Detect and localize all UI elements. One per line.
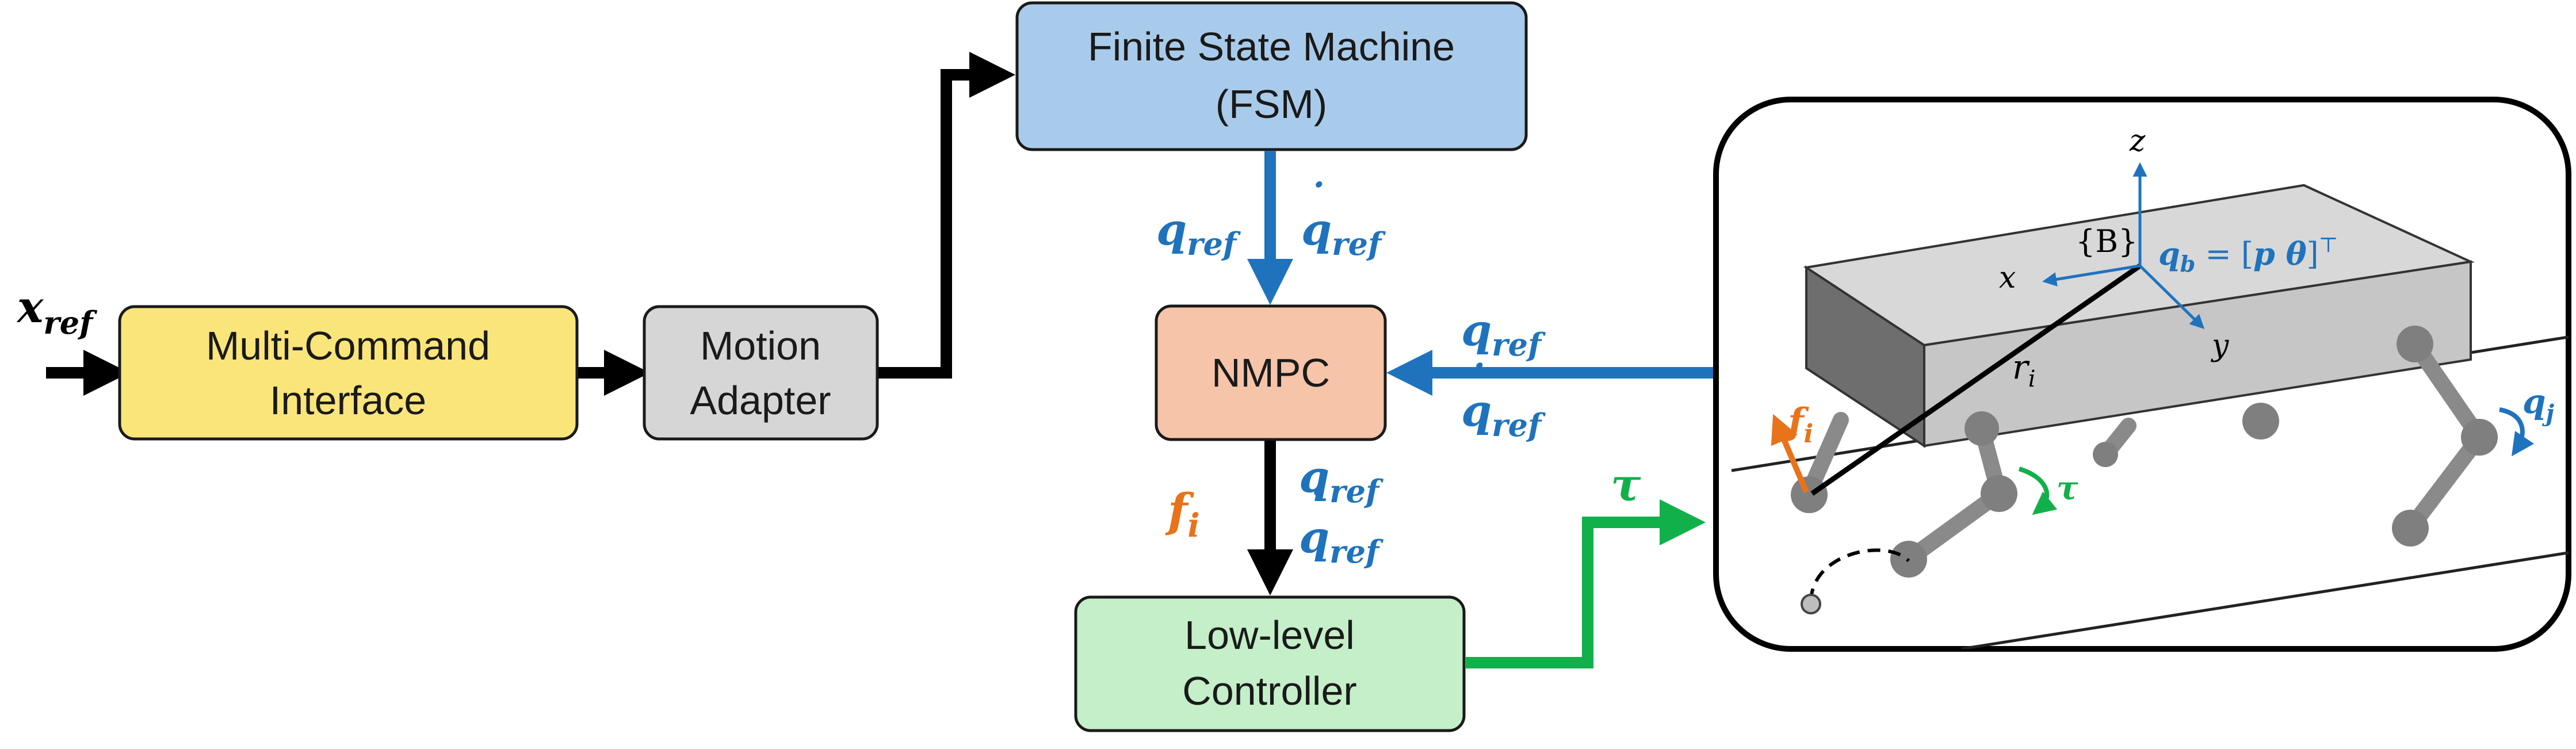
- y-axis: [2139, 265, 2205, 330]
- nmpc-block: NMPC: [1155, 304, 1387, 441]
- joint-angle-arrow: [2499, 407, 2535, 457]
- qj-label: qj: [2523, 382, 2555, 427]
- svg-text:˙: ˙: [1303, 483, 1325, 534]
- body-frame-label: {B}: [2076, 223, 2138, 259]
- svg-text:qref: qref: [1299, 511, 1383, 570]
- xref-label: xref: [16, 281, 97, 341]
- nmpc-qdotref-label: ˙ qref: [1299, 483, 1383, 570]
- back-leg-left: [2093, 403, 2279, 467]
- adapter-label-line2: Adapter: [690, 378, 831, 423]
- nmpc-label: NMPC: [1211, 350, 1330, 395]
- low-level-controller-block: Low-level Controller: [1074, 595, 1466, 732]
- multi-command-interface-block: Multi-Command Interface: [118, 305, 579, 441]
- front-leg-right: [1890, 411, 2017, 578]
- front-leg-left: [1791, 412, 1849, 513]
- motion-adapter-block: Motion Adapter: [643, 305, 879, 441]
- fsm-qref-label: qref: [1156, 204, 1241, 262]
- svg-text:˙: ˙: [1465, 356, 1487, 407]
- nmpc-fi-label: fi: [1165, 483, 1200, 545]
- swing-trajectory: [1809, 548, 1910, 602]
- contact-force-arrow: [1771, 414, 1809, 493]
- fsm-qdotref-label: ˙ qref: [1301, 175, 1386, 262]
- mci-label-line2: Interface: [270, 378, 426, 423]
- x-axis: [2042, 264, 2141, 286]
- tau-signal-label: τ: [1611, 459, 1641, 511]
- robot-fi-label: fi: [1786, 400, 1813, 449]
- rear-leg-right: [2392, 326, 2498, 547]
- llc-label-line2: Controller: [1182, 668, 1356, 713]
- y-axis-label: y: [2211, 328, 2229, 363]
- x-axis-label: x: [1999, 261, 2016, 295]
- robot-tau-label: τ: [2057, 469, 2078, 507]
- ri-label: ri: [2012, 347, 2036, 392]
- fsm-block: Finite State Machine (FSM): [1015, 1, 1528, 151]
- llc-label-line1: Low-level: [1184, 613, 1355, 658]
- svg-text:qref: qref: [1461, 385, 1546, 444]
- nmpc-qref-label: qref: [1299, 451, 1383, 510]
- svg-text:˙: ˙: [1305, 175, 1327, 226]
- svg-text:qref: qref: [1301, 204, 1386, 262]
- ground-line-lower: [1961, 551, 2569, 649]
- robot-illustration: ri fi τ qj z x y {B}: [1713, 97, 2571, 652]
- fsm-label-line2: (FSM): [1216, 82, 1327, 127]
- mci-label-line1: Multi-Command: [206, 323, 490, 368]
- body-frame-axes: [2042, 162, 2205, 330]
- feedback-qref-label: qref: [1461, 304, 1546, 363]
- ri-vector: [1810, 263, 2142, 496]
- body-front-face: [1923, 260, 2472, 448]
- feedback-qdotref-label: ˙ qref: [1461, 356, 1546, 444]
- adapter-to-fsm-arrow: [878, 52, 1015, 379]
- foot-target-marker: [1801, 594, 1821, 614]
- joint-torque-arrow: [2018, 467, 2058, 515]
- qb-equation-label: qb = [p θ]⊤: [2158, 234, 2338, 277]
- adapter-label-line1: Motion: [700, 323, 821, 368]
- fsm-label-line1: Finite State Machine: [1088, 24, 1455, 69]
- llc-to-robot-arrow: [1466, 499, 1706, 668]
- z-axis-label: z: [2129, 124, 2146, 158]
